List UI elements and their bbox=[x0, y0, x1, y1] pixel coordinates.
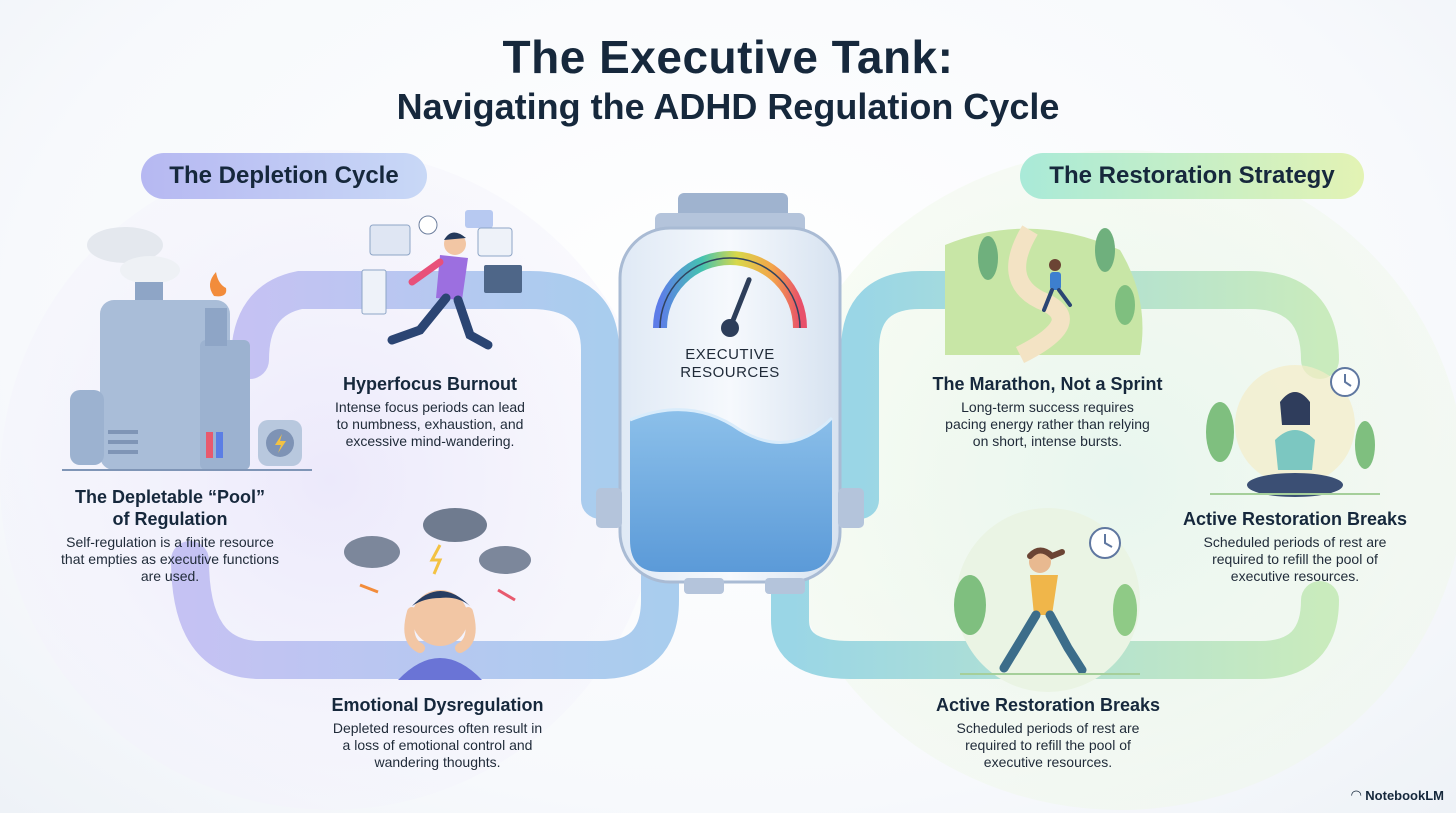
desc-line: Scheduled periods of rest are bbox=[956, 720, 1140, 736]
tank-label-line1: EXECUTIVE bbox=[685, 346, 775, 363]
desc-line: required to refill the pool of bbox=[965, 737, 1131, 753]
desc-line: Self-regulation is a finite resource bbox=[66, 534, 274, 550]
tank-label: EXECUTIVE RESOURCES bbox=[650, 346, 810, 382]
desc-line: executive resources. bbox=[983, 754, 1113, 770]
stressed-person-icon bbox=[344, 508, 531, 680]
block-heading: Active Restoration Breaks bbox=[1182, 509, 1408, 529]
desc-line: wandering thoughts. bbox=[374, 754, 501, 770]
desc-line: required to refill the pool of bbox=[1212, 551, 1378, 567]
block-description: Scheduled periods of rest are required t… bbox=[918, 720, 1178, 771]
desc-line: to numbness, exhaustion, and bbox=[336, 416, 524, 432]
executive-tank bbox=[596, 193, 864, 594]
block-heading: Hyperfocus Burnout bbox=[342, 374, 517, 394]
desc-line: on short, intense bursts. bbox=[972, 433, 1123, 449]
desc-line: excessive mind-wandering. bbox=[345, 433, 515, 449]
restoration-breaks-block-right: Active Restoration Breaks Scheduled peri… bbox=[1170, 508, 1420, 585]
emotional-dysregulation-block: Emotional Dysregulation Depleted resourc… bbox=[300, 694, 575, 771]
tank-label-line2: RESOURCES bbox=[680, 364, 780, 381]
block-description: Intense focus periods can lead to numbne… bbox=[320, 399, 540, 450]
restoration-strategy-badge: The Restoration Strategy bbox=[1020, 153, 1364, 199]
desc-line: that empties as executive functions bbox=[61, 551, 279, 567]
desc-line: Depleted resources often result in bbox=[332, 720, 543, 736]
block-description: Self-regulation is a finite resource tha… bbox=[45, 534, 295, 585]
block-description: Depleted resources often result in a los… bbox=[300, 720, 575, 771]
block-heading: The Depletable “Pool” bbox=[74, 487, 266, 507]
desc-line: pacing energy rather than relying bbox=[945, 416, 1150, 432]
notebooklm-logo: ◠ NotebookLM bbox=[1351, 787, 1444, 803]
brand-label: NotebookLM bbox=[1365, 787, 1444, 803]
marathon-block: The Marathon, Not a Sprint Long-term suc… bbox=[915, 373, 1180, 450]
hyperfocus-burnout-block: Hyperfocus Burnout Intense focus periods… bbox=[320, 373, 540, 450]
desc-line: a loss of emotional control and bbox=[342, 737, 533, 753]
desc-line: Long-term success requires bbox=[961, 399, 1134, 415]
notebooklm-icon: ◠ bbox=[1351, 787, 1362, 802]
block-heading-line2: of Regulation bbox=[112, 509, 228, 529]
desc-line: executive resources. bbox=[1230, 568, 1360, 584]
desc-line: Scheduled periods of rest are bbox=[1203, 534, 1387, 550]
restoration-breaks-block-bottom: Active Restoration Breaks Scheduled peri… bbox=[918, 694, 1178, 771]
boiler-icon bbox=[62, 227, 312, 471]
block-heading: Active Restoration Breaks bbox=[935, 695, 1161, 715]
desc-line: Intense focus periods can lead bbox=[335, 399, 525, 415]
block-description: Scheduled periods of rest are required t… bbox=[1170, 534, 1420, 585]
block-heading: Emotional Dysregulation bbox=[331, 695, 544, 715]
jogging-woman-icon bbox=[954, 508, 1140, 692]
main-title: The Executive Tank: bbox=[502, 31, 954, 83]
depletable-pool-block: The Depletable “Pool” of Regulation Self… bbox=[45, 486, 295, 585]
subtitle: Navigating the ADHD Regulation Cycle bbox=[396, 86, 1060, 127]
desc-line: are used. bbox=[140, 568, 200, 584]
hyperfocus-runner-icon bbox=[361, 210, 522, 350]
marathon-runner-icon bbox=[945, 225, 1143, 364]
block-heading: The Marathon, Not a Sprint bbox=[932, 374, 1163, 394]
meditating-person-icon bbox=[1206, 365, 1380, 497]
block-description: Long-term success requires pacing energy… bbox=[915, 399, 1180, 450]
depletion-cycle-badge: The Depletion Cycle bbox=[141, 153, 427, 199]
